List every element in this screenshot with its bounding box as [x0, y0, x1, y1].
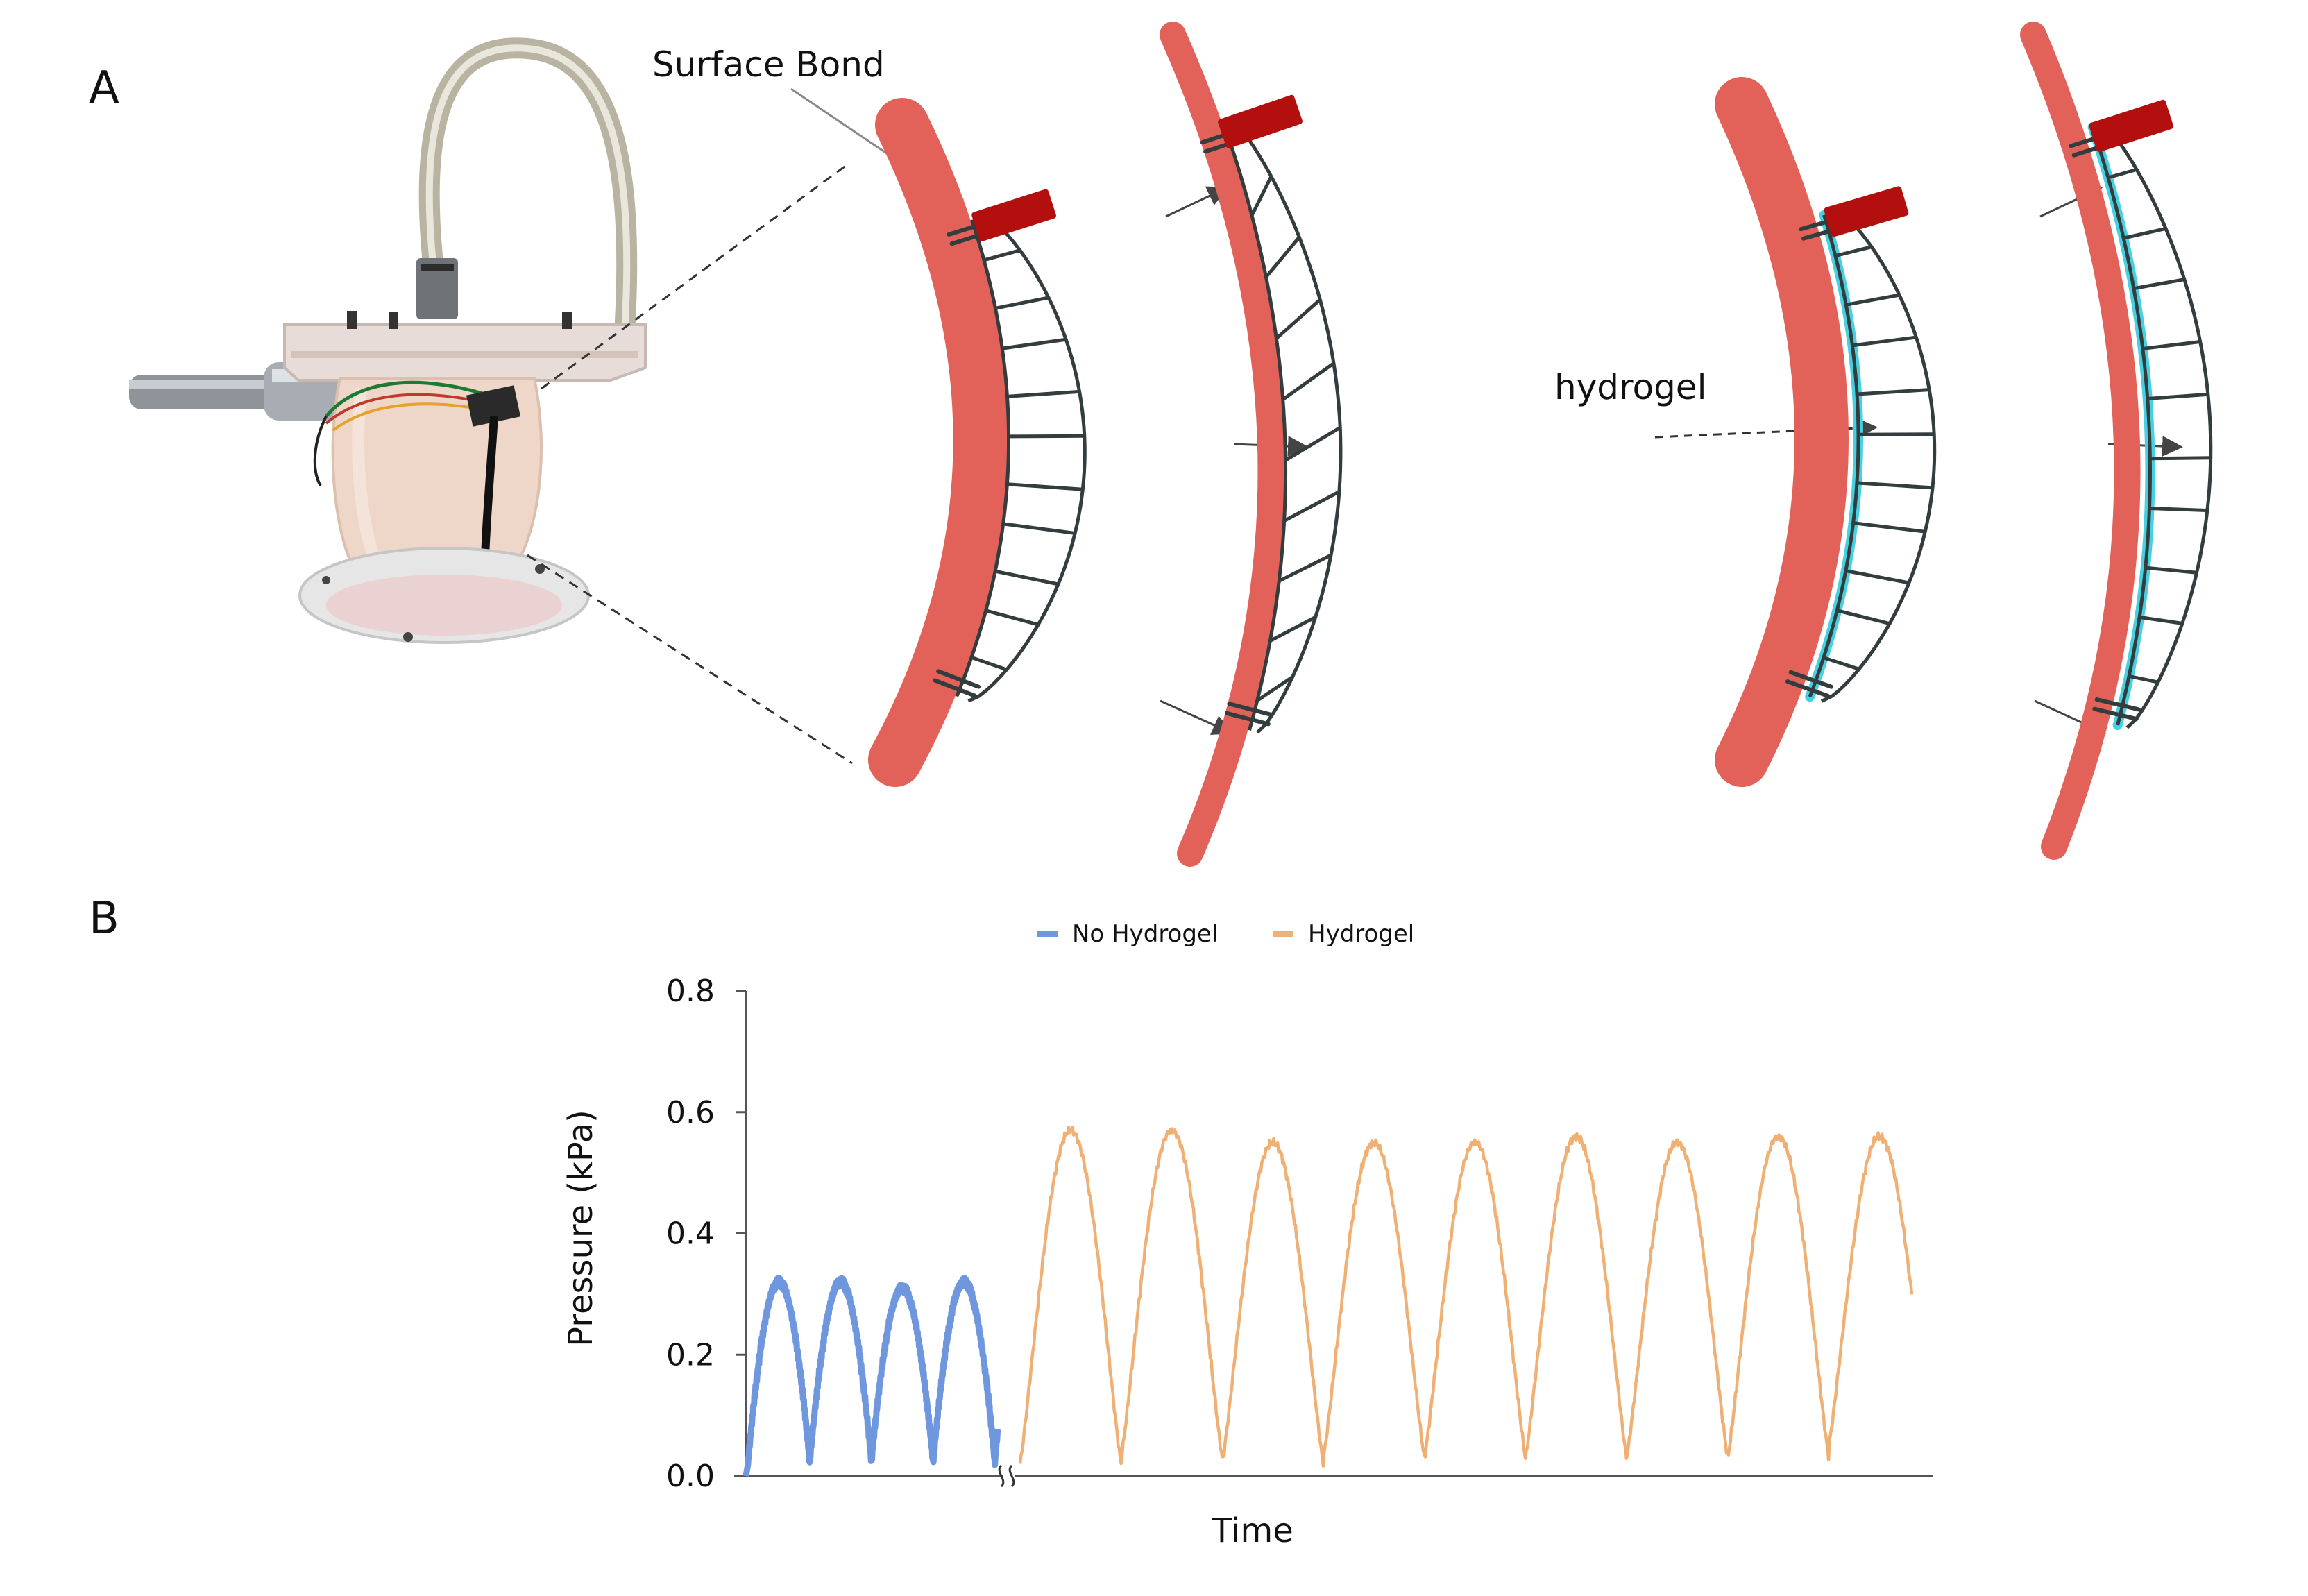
legend-label-no-hydrogel: No Hydrogel — [1072, 920, 1218, 948]
sleeve-rib — [1250, 176, 1273, 217]
sleeve-rib — [1845, 569, 1910, 585]
sleeve-inner-edge — [955, 219, 1011, 697]
sleeve-rib — [2150, 456, 2211, 461]
sleeve-rib — [1858, 432, 1935, 436]
diagram-bonded-compressed — [1160, 22, 1343, 867]
sleeve-rib — [994, 569, 1059, 586]
x-axis-title: Time — [1211, 1511, 1293, 1550]
sleeve-rib — [1284, 425, 1341, 462]
anchor-pin — [1227, 702, 1273, 717]
anchor-pin — [1788, 670, 1834, 689]
sleeve-rib — [1003, 522, 1076, 535]
sleeve-inner-edge — [2091, 126, 2152, 726]
sleeve-rib — [2139, 615, 2183, 625]
muscle-band — [1715, 77, 1849, 787]
heart-phantom-photo — [129, 37, 647, 644]
sleeve-rib — [985, 609, 1039, 627]
muscle-band — [1160, 22, 1284, 867]
legend-label-hydrogel: Hydrogel — [1308, 920, 1414, 948]
legend-swatch-hydrogel — [1273, 931, 1293, 937]
hydrogel-label: hydrogel — [1554, 367, 1706, 407]
anchor-pin — [2094, 697, 2141, 712]
sleeve-rib — [1835, 245, 1872, 258]
panel-b-label: B — [89, 893, 119, 944]
sleeve-rib — [2133, 278, 2185, 291]
clip-anchor — [1218, 94, 1303, 148]
sleeve-inner-edge — [1808, 214, 1860, 698]
anchor-pin — [1785, 679, 1831, 698]
sleeve-rib — [2145, 566, 2197, 575]
y-tick-label: 0.4 — [666, 1216, 715, 1252]
compression-arrows — [1160, 186, 2183, 735]
muscle-band — [868, 98, 1008, 787]
sleeve-rib — [1845, 293, 1900, 307]
sleeve-rib — [1007, 482, 1083, 491]
sleeve-rib — [1856, 388, 1930, 396]
sleeve-rib — [1275, 298, 1321, 340]
clip-anchor — [1824, 186, 1909, 237]
anchor-pin — [933, 678, 978, 698]
sleeve-outer-edge — [2101, 122, 2213, 729]
sleeve-rib — [1256, 675, 1294, 702]
series-hydrogel — [1018, 1125, 1914, 1468]
sleeve-rib — [2128, 674, 2159, 684]
y-tick-label: 0.2 — [666, 1337, 715, 1373]
sleeve-rib — [1856, 481, 1933, 490]
sleeve-rib — [1282, 362, 1335, 401]
sleeve-inner-edge — [1221, 121, 1288, 731]
sleeve-rib — [1836, 609, 1890, 626]
sleeve-rib — [2149, 506, 2207, 513]
sleeve-rib — [994, 296, 1049, 310]
sleeve-rib — [2147, 392, 2209, 401]
sleeve-rib — [1278, 553, 1332, 583]
sleeve-rib — [971, 656, 1008, 672]
diagram-bonded-relaxed — [868, 98, 1087, 787]
sleeve-rib — [2142, 340, 2200, 350]
y-tick-label: 0.0 — [666, 1459, 715, 1494]
series-no-hydrogel — [743, 1275, 1001, 1477]
axis-break — [998, 1464, 1015, 1488]
sleeve-rib — [2123, 227, 2166, 240]
y-ticks: 0.0 0.2 0.4 0.6 0.8 — [666, 974, 746, 1494]
y-tick-label: 0.8 — [666, 974, 715, 1009]
sleeve-rib — [1853, 521, 1926, 534]
sleeve-outer-edge — [967, 214, 1087, 703]
panel-a-label: A — [89, 62, 119, 114]
tube-connector — [416, 258, 458, 319]
legend: No Hydrogel Hydrogel — [1037, 920, 1414, 948]
sleeve-rib — [1269, 616, 1316, 643]
sleeve-rib — [1283, 490, 1341, 523]
zoom-line-top — [541, 164, 847, 390]
sleeve-rib — [983, 248, 1021, 262]
sleeve-rib — [1823, 656, 1860, 671]
sleeve-outer-edge — [1820, 210, 1937, 703]
sleeve-outer-edge — [1230, 118, 1343, 734]
anchor-pin — [936, 669, 981, 689]
sleeve-rib — [1007, 389, 1080, 398]
sensor-wires — [325, 380, 500, 418]
anchor-pin — [1224, 711, 1271, 727]
anchor-pin — [2092, 706, 2139, 722]
sleeve-rib — [1001, 337, 1067, 350]
y-tick-label: 0.6 — [666, 1095, 715, 1130]
sleeve-rib — [2107, 167, 2137, 180]
zoom-line-bottom — [527, 554, 853, 765]
diagram-hydrogel-relaxed — [1715, 77, 1937, 787]
sensor-chip — [466, 385, 521, 427]
sleeve-rib — [1264, 236, 1301, 278]
clip-anchor — [971, 189, 1057, 241]
sleeve-rib — [1852, 335, 1917, 348]
surface-bond-label: Surface Bond — [652, 44, 885, 85]
chart-series — [743, 1125, 1914, 1477]
diagram-hydrogel-compressed — [2020, 22, 2213, 860]
muscle-band — [2020, 22, 2141, 860]
sleeve-diagrams — [868, 22, 2213, 867]
legend-swatch-no-hydrogel — [1037, 931, 1058, 937]
clip-anchor — [2089, 99, 2174, 153]
y-axis-title: Pressure (kPa) — [561, 1110, 600, 1347]
